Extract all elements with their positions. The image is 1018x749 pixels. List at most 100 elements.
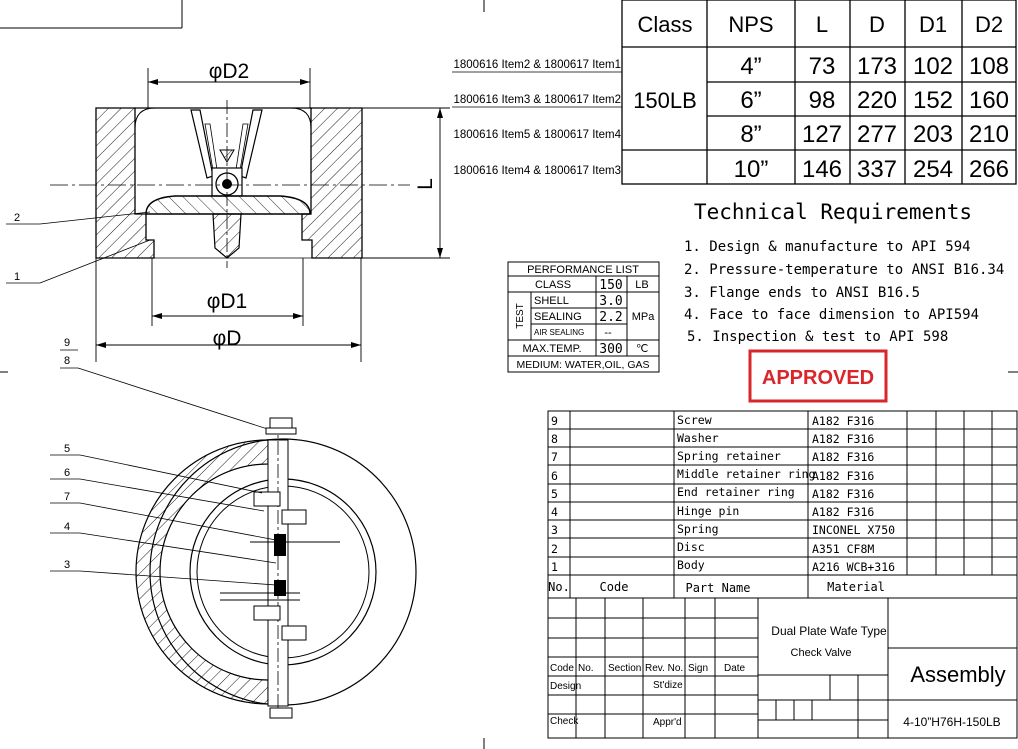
dimension-lines [95,68,450,362]
d-cell: 220 [857,87,897,114]
bom-material: A182 F316 [812,450,874,464]
dim-d2-label: φD2 [209,60,249,83]
callout-label: 3 [64,559,70,571]
approved-stamp-text: APPROVED [762,367,874,389]
d1-cell: 254 [913,156,953,183]
bom-no: 2 [551,542,558,556]
tech-item: 2. Pressure-temperature to ANSI B16.34 [684,262,1004,278]
section-view [50,100,410,268]
d1-cell: 152 [913,87,953,114]
callout-label: 6 [64,467,70,479]
bom-material: INCONEL X750 [812,523,895,537]
side-callout-leaders [50,454,277,586]
approved-stamp: APPROVED [748,349,888,403]
bom-part-name: Screw [677,413,712,427]
bom-header-part-name: Part Name [685,581,750,595]
perf-sealing-label: SEALING [534,311,582,323]
perf-temp-unit: ℃ [636,343,648,355]
callout-label: 5 [64,443,70,455]
bom-no: 4 [551,505,558,519]
perf-class-unit: LB [635,279,648,291]
d-cell: 277 [857,121,897,148]
perf-sealing-value: 2.2 [599,310,622,325]
callout-label: 8 [64,355,70,367]
tb-apprd: Appr'd [653,717,682,728]
tech-item: 5. Inspection & test to API 598 [687,329,948,345]
tb-no: No. [578,663,594,674]
nps-cell: 8” [740,121,761,148]
d2-cell: 108 [969,53,1009,80]
dim-d1-label: φD1 [207,290,247,313]
bom-part-name: End retainer ring [677,485,795,499]
tb-assembly: Assembly [910,662,1005,687]
callout-label: 7 [64,491,70,503]
perf-pressure-unit: MPa [632,311,656,323]
performance-list [507,261,660,373]
l-cell: 98 [809,87,836,114]
perf-shell-label: SHELL [534,295,569,307]
header-d2: D2 [975,12,1003,37]
d2-cell: 266 [969,156,1009,183]
l-cell: 127 [802,121,842,148]
bom-no: 7 [551,450,558,464]
d1-cell: 203 [913,121,953,148]
tb-product-line2: Check Valve [791,647,852,659]
perf-test-label: TEST [515,303,526,329]
perf-class-value: 150 [599,278,622,293]
callout-leaders [6,211,281,434]
bom-material: A182 F316 [812,469,874,483]
item-reference: 1800616 Item3 & 1800617 Item2 [453,94,621,106]
bom-header-code: Code [600,580,629,594]
side-view [135,417,417,719]
d1-cell: 102 [913,53,953,80]
perf-air-value: -- [604,327,612,339]
tb-drawing-no: 4-10”H76H-150LB [903,715,1000,729]
item-reference: 1800616 Item5 & 1800617 Item4 [453,129,621,141]
perf-title: PERFORMANCE LIST [527,264,639,276]
d2-cell: 210 [969,121,1009,148]
callout-label: 2 [14,212,20,224]
header-d: D [869,12,885,37]
tb-code: Code [550,663,574,674]
nps-cell: 4” [740,53,761,80]
item-reference: 1800616 Item4 & 1800617 Item3 [453,165,621,177]
header-nps: NPS [728,12,773,37]
tech-item: 3. Flange ends to ANSI B16.5 [684,285,920,301]
nps-cell: 6” [740,87,761,114]
bom-table [547,410,1018,599]
bom-header-material: Material [827,580,885,594]
title-block [547,597,1018,739]
callout-label: 9 [64,337,70,349]
d-cell: 173 [857,53,897,80]
d2-cell: 160 [969,87,1009,114]
bom-material: A182 F316 [812,432,874,446]
perf-shell-value: 3.0 [599,294,622,309]
header-l: L [816,12,828,37]
perf-temp-label: MAX.TEMP. [522,343,581,355]
tb-section: Section [608,663,641,674]
nps-cell: 10” [734,156,769,183]
perf-medium: MEDIUM: WATER,OIL, GAS [516,359,649,371]
bom-no: 5 [551,487,558,501]
bom-part-name: Body [677,558,705,572]
class-value: 150LB [633,88,697,113]
dim-d-label: φD [213,327,242,350]
tb-product-line1: Dual Plate Wafe Type [771,624,887,638]
dim-rows: 4” 73 173 102 108 6” 98 220 152 160 8” 1… [734,53,1009,183]
bom-material: A216 WCB+316 [812,560,895,574]
bom-no: 8 [551,432,558,446]
bom-material: A182 F316 [812,487,874,501]
bom-no: 9 [551,414,558,428]
dimension-table [621,0,1017,185]
callout-label: 1 [14,271,20,283]
bom-material: A351 CF8M [812,542,874,556]
bom-header-no: No. [548,580,570,594]
callout-label: 4 [64,521,70,533]
bom-part-name: Spring [677,522,719,536]
tb-sign: Sign [688,663,708,674]
l-cell: 73 [809,53,836,80]
bom-no: 1 [551,560,558,574]
l-cell: 146 [802,156,842,183]
